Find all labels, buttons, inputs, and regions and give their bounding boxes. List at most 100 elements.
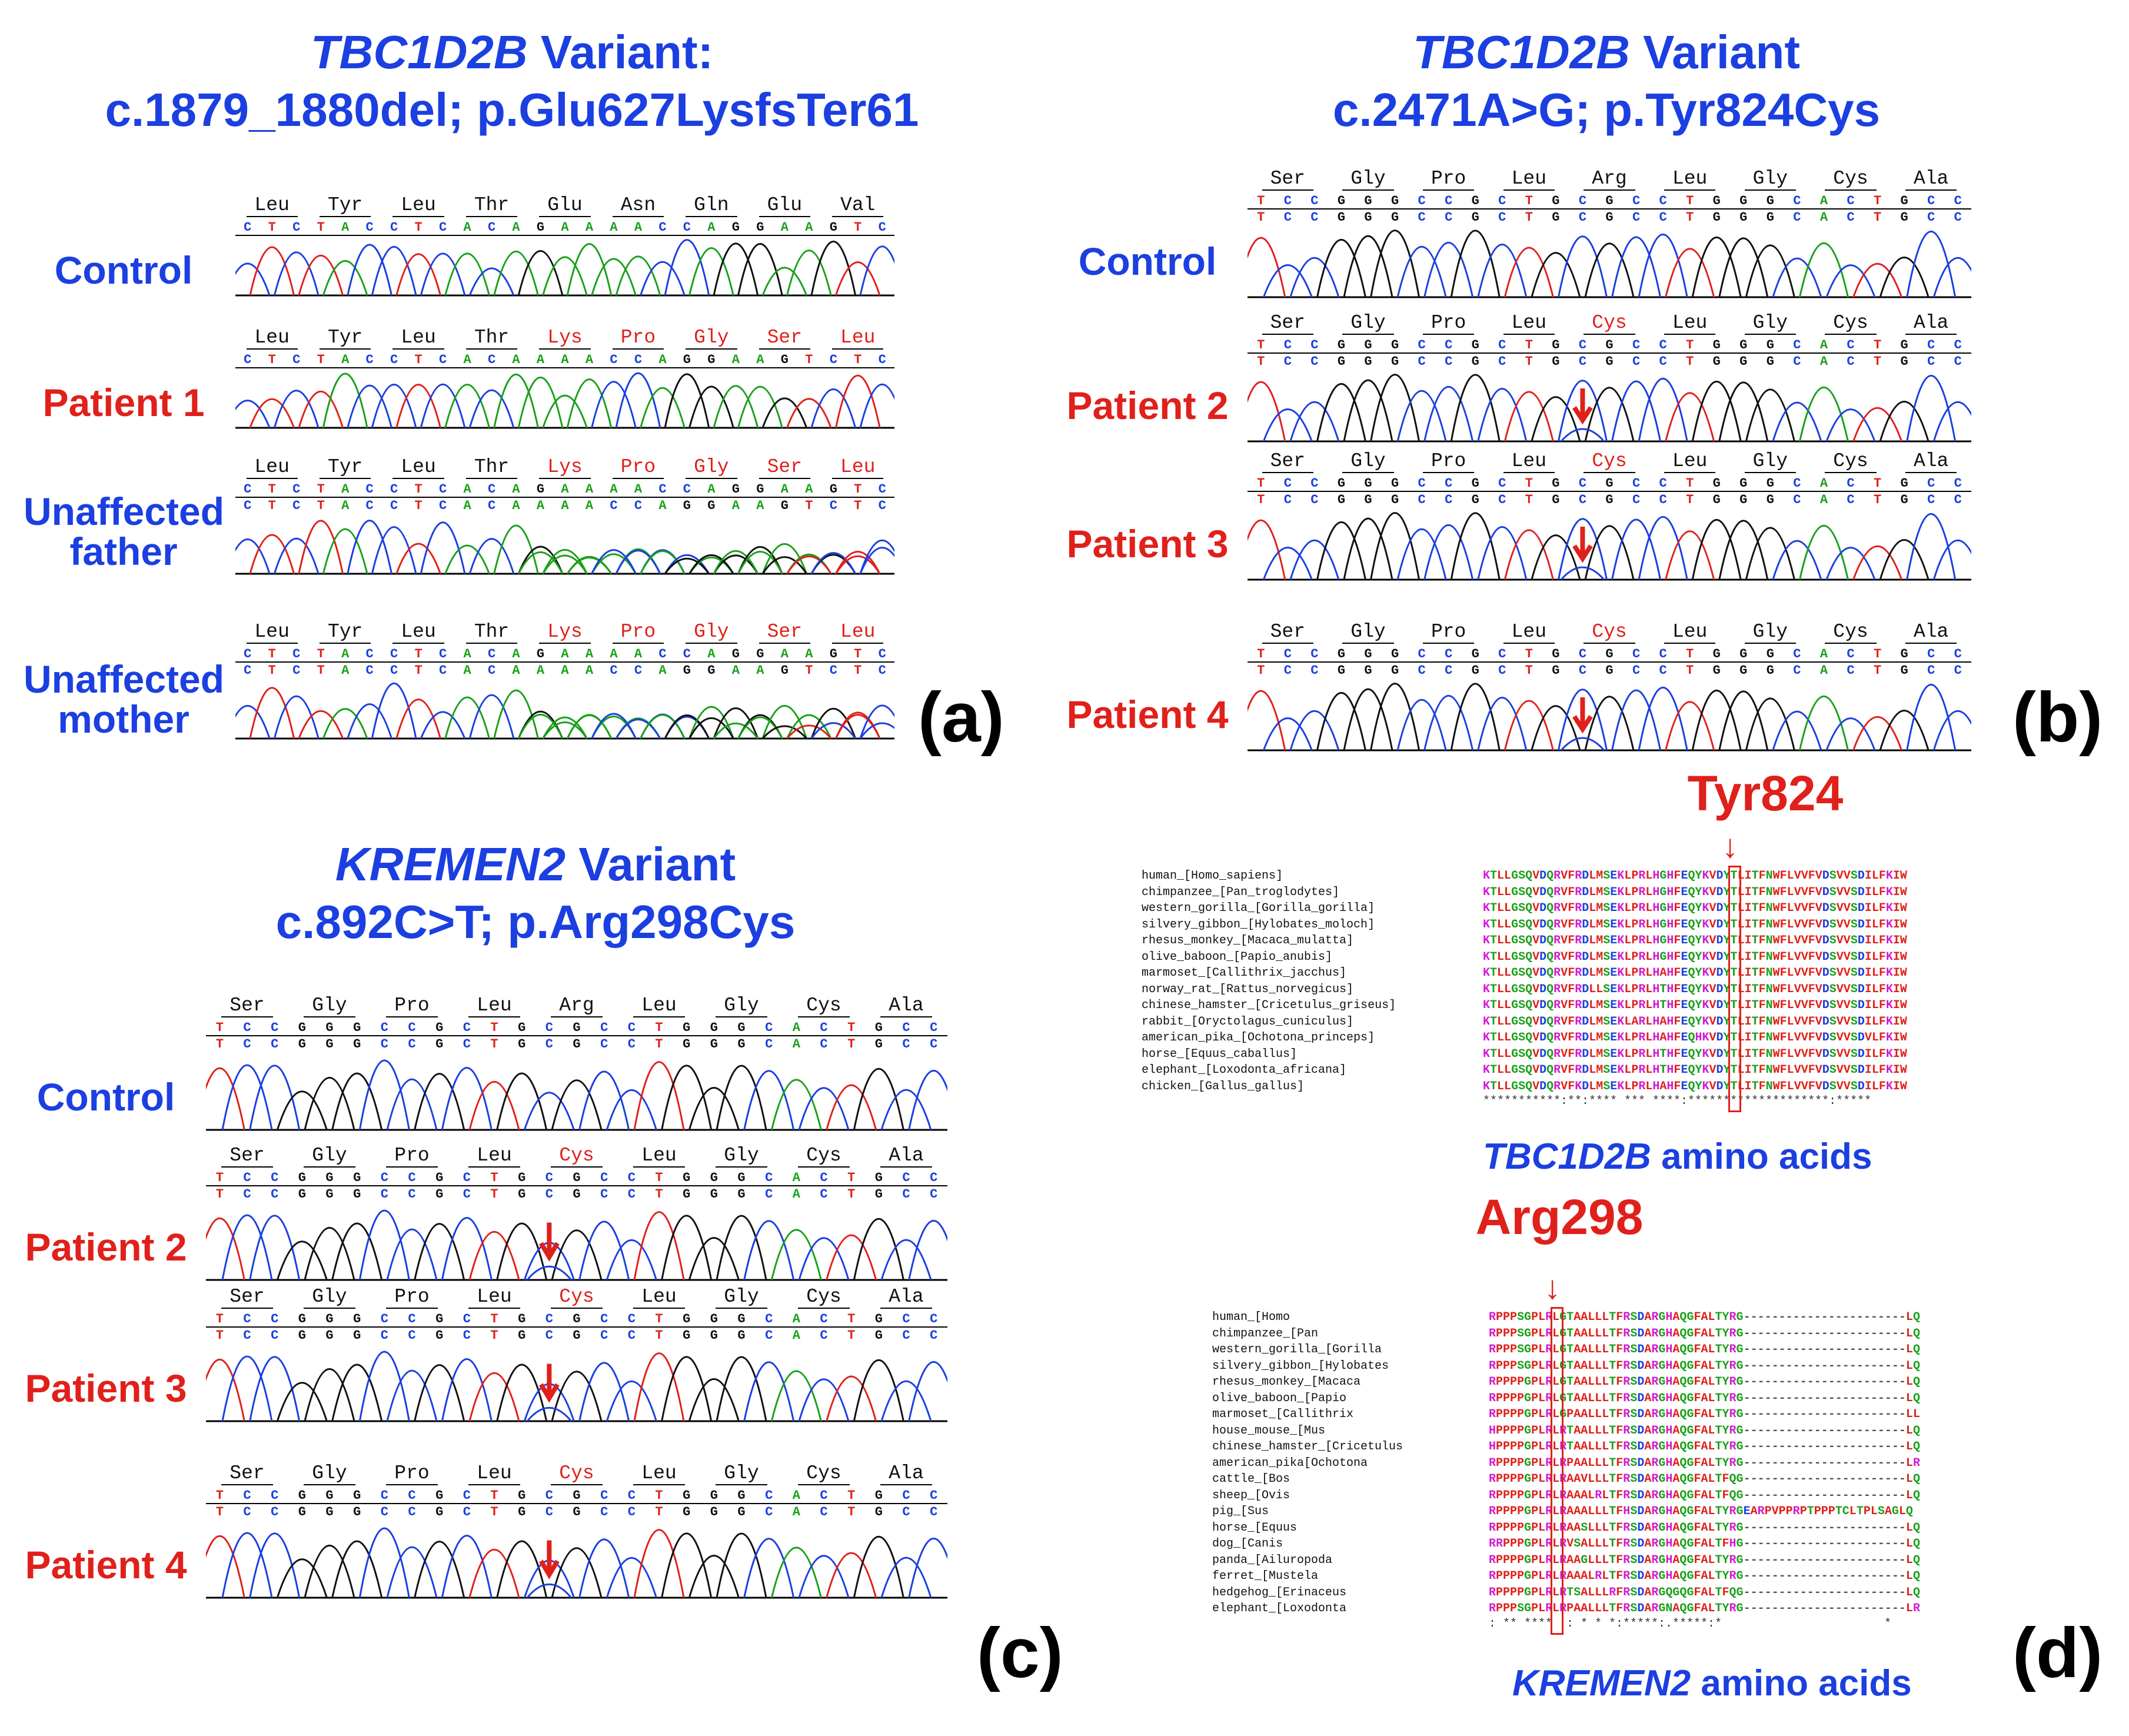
amino-acid-text: Ala xyxy=(1905,621,1957,644)
amino-acid-label: Cys xyxy=(1569,450,1650,473)
residue: D xyxy=(1857,869,1865,883)
amino-acid-text: Cys xyxy=(798,995,850,1017)
residue: L xyxy=(1708,1408,1715,1421)
chromatogram-peak xyxy=(786,250,832,296)
residue: T xyxy=(1751,1031,1759,1045)
residue: S xyxy=(1603,885,1611,899)
species-name: rhesus_monkey_[Macaca_mulatta] xyxy=(1142,934,1354,947)
row-label: Unaffected father xyxy=(24,490,225,573)
chromatogram-peak xyxy=(358,1059,410,1130)
nucleotide-glyph: C xyxy=(1927,338,1935,352)
nucleotide-glyph: C xyxy=(1498,338,1506,352)
nucleotide-glyph: A xyxy=(561,220,569,235)
residue: Q xyxy=(1679,1391,1687,1405)
residue: D xyxy=(1582,1063,1589,1077)
residue: R xyxy=(1729,1553,1737,1567)
residue: L xyxy=(1595,1456,1602,1470)
chromatogram-peak xyxy=(249,1065,301,1130)
residue: L xyxy=(1589,1079,1596,1093)
residue: - xyxy=(1785,1343,1793,1356)
residue: M xyxy=(1596,917,1604,932)
residue: - xyxy=(1877,1585,1885,1599)
residue: - xyxy=(1877,1391,1885,1405)
residue: D xyxy=(1716,999,1724,1012)
chromatogram-peak xyxy=(664,554,710,574)
residue: P xyxy=(1531,1343,1539,1356)
residue: P xyxy=(1510,1311,1518,1324)
residue: G xyxy=(1511,1063,1519,1077)
residue: L xyxy=(1588,1375,1595,1389)
nucleotide-glyph: C xyxy=(463,1187,471,1202)
residue: - xyxy=(1835,1602,1842,1615)
residue: D xyxy=(1857,1047,1865,1061)
nucleotide-glyph: G xyxy=(732,220,740,235)
residue: H xyxy=(1665,1375,1673,1389)
residue: A xyxy=(1574,1553,1581,1567)
residue: - xyxy=(1891,1585,1899,1599)
residue: T xyxy=(1751,1015,1759,1029)
residue: P xyxy=(1496,1456,1503,1470)
residue: - xyxy=(1799,1424,1807,1438)
row-label: Unaffected mother xyxy=(24,657,225,741)
residue: P xyxy=(1510,1521,1518,1535)
residue: Q xyxy=(1912,1311,1920,1324)
amino-acid-text: Cys xyxy=(798,1145,850,1168)
residue: L xyxy=(1538,1326,1546,1341)
amino-acid-text: Ala xyxy=(1905,168,1957,191)
residue: - xyxy=(1891,1391,1899,1405)
residue: V xyxy=(1561,950,1568,964)
residue: Q xyxy=(1679,1408,1687,1421)
residue: - xyxy=(1828,1359,1835,1373)
residue: - xyxy=(1849,1311,1857,1324)
residue: L xyxy=(1504,966,1512,980)
chromatogram-peak xyxy=(566,243,613,296)
residue: T xyxy=(1609,1424,1616,1438)
residue: - xyxy=(1870,1440,1878,1454)
residue: - xyxy=(1757,1569,1765,1583)
residue: R xyxy=(1729,1343,1737,1356)
residue: K xyxy=(1617,1063,1625,1077)
residue: L xyxy=(1708,1537,1715,1551)
amino-acid-text: Leu xyxy=(468,1462,520,1485)
nucleotide-glyph: G xyxy=(737,1505,745,1519)
residue: P xyxy=(1531,1537,1539,1551)
nucleotide-glyph: G xyxy=(830,220,837,235)
amino-acid-label: Gly xyxy=(288,1286,371,1309)
residue: F xyxy=(1616,1521,1624,1535)
residue: K xyxy=(1885,966,1893,980)
chromatogram-peak xyxy=(1450,374,1501,442)
residue: V xyxy=(1794,1031,1801,1045)
residue: E xyxy=(1743,1505,1751,1518)
chromatogram-peak xyxy=(880,1239,932,1281)
chromatogram-peak xyxy=(810,708,857,739)
panel-c-variant: c.892C>T; p.Arg298Cys xyxy=(275,896,796,948)
residue: - xyxy=(1778,1537,1786,1551)
residue: P xyxy=(1510,1569,1518,1583)
chromatogram-peak xyxy=(347,520,392,574)
residue: - xyxy=(1842,1408,1849,1421)
nucleotide-glyph: C xyxy=(1284,493,1292,507)
residue: L xyxy=(1589,999,1596,1012)
nucleotide-glyph: T xyxy=(415,663,423,678)
residue: A xyxy=(1581,1359,1588,1373)
residue: T xyxy=(1730,982,1738,996)
residue: D xyxy=(1857,1031,1865,1045)
residue: W xyxy=(1772,1047,1780,1061)
chromatogram-peak xyxy=(1370,374,1421,442)
residue: - xyxy=(1821,1456,1828,1470)
residue: - xyxy=(1856,1359,1864,1373)
residue: S xyxy=(1829,934,1837,947)
nucleotide-glyph: C xyxy=(439,352,447,367)
amino-acid-text: Ser xyxy=(1262,621,1314,644)
residue: - xyxy=(1821,1375,1828,1389)
chromatogram-peak xyxy=(1906,513,1957,580)
residue: I xyxy=(1892,902,1900,915)
residue: F xyxy=(1808,917,1815,932)
residue: D xyxy=(1716,902,1724,915)
residue: - xyxy=(1785,1521,1793,1535)
amino-acid-text: Leu xyxy=(1503,168,1555,191)
residue: L xyxy=(1497,1015,1505,1029)
residue: - xyxy=(1877,1359,1885,1373)
residue: D xyxy=(1822,950,1829,964)
